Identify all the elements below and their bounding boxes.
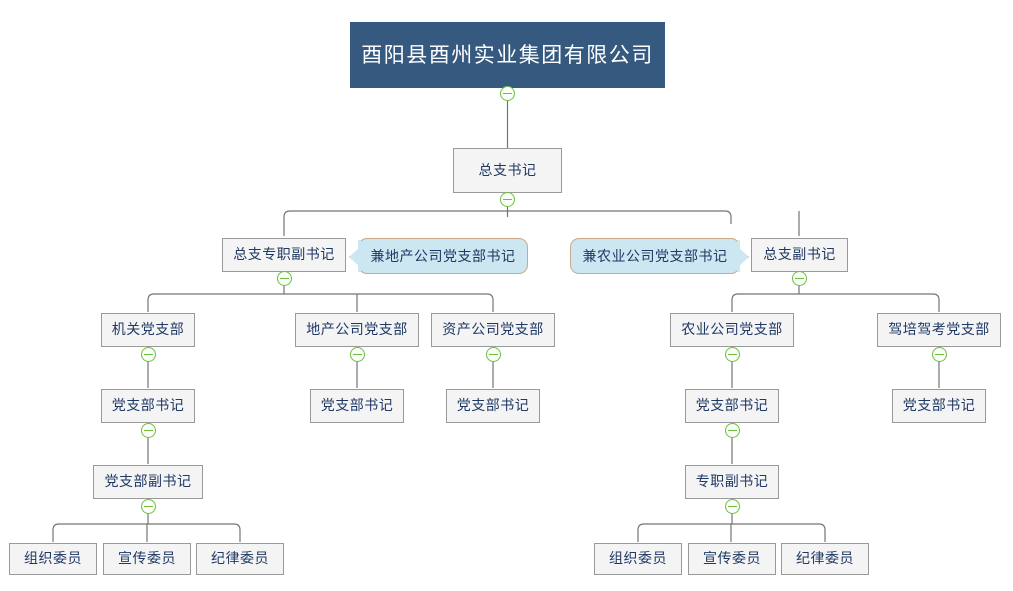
- collapse-minus-icon-deputy-fulltime[interactable]: [277, 271, 292, 286]
- org-node-secretary-jiguan[interactable]: 党支部书记: [101, 389, 195, 423]
- org-node-committee-pub-right-label: 宣传委员: [703, 551, 761, 567]
- org-node-deputy-fulltime-label: 总支专职副书记: [233, 247, 335, 263]
- org-node-secretary-jiapei[interactable]: 党支部书记: [892, 389, 986, 423]
- org-node-deputy-secretary-label: 总支副书记: [763, 247, 836, 263]
- collapse-minus-icon-deputy-secretary[interactable]: [792, 271, 807, 286]
- collapse-minus-icon-branch-jiguan[interactable]: [141, 347, 156, 362]
- collapse-minus-icon-branch-nongye[interactable]: [725, 347, 740, 362]
- org-node-committee-org-right[interactable]: 组织委员: [594, 543, 682, 575]
- org-node-root-label: 酉阳县酉州实业集团有限公司: [361, 42, 654, 67]
- org-node-secretary-nongye[interactable]: 党支部书记: [685, 389, 779, 423]
- collapse-minus-icon-vice-secretary-left[interactable]: [141, 499, 156, 514]
- org-node-branch-zichan[interactable]: 资产公司党支部: [431, 313, 555, 347]
- org-node-secretary-zichan-label: 党支部书记: [456, 398, 530, 414]
- callout-right-concurrent-role[interactable]: 兼农业公司党支部书记: [570, 238, 749, 274]
- org-node-committee-org-right-label: 组织委员: [609, 551, 667, 567]
- collapse-minus-icon-secretary-jiguan[interactable]: [141, 423, 156, 438]
- org-node-vice-secretary-right[interactable]: 专职副书记: [685, 465, 779, 499]
- org-node-branch-jiapei[interactable]: 驾培驾考党支部: [877, 313, 1001, 347]
- org-node-committee-pub-right[interactable]: 宣传委员: [688, 543, 776, 575]
- org-node-secretary-nongye-label: 党支部书记: [695, 398, 769, 414]
- callout-left-label: 兼地产公司党支部书记: [370, 249, 516, 265]
- org-node-secretary-jiapei-label: 党支部书记: [902, 398, 976, 414]
- callout-right-label: 兼农业公司党支部书记: [582, 249, 728, 265]
- org-node-deputy-fulltime[interactable]: 总支专职副书记: [222, 238, 346, 272]
- collapse-minus-icon-branch-jiapei[interactable]: [932, 347, 947, 362]
- org-node-branch-nongye-label: 农业公司党支部: [681, 322, 783, 338]
- org-node-general-secretary-label: 总支书记: [478, 162, 537, 179]
- org-node-vice-secretary-left-label: 党支部副书记: [104, 474, 192, 490]
- collapse-minus-icon-branch-zichan[interactable]: [486, 347, 501, 362]
- org-node-secretary-jiguan-label: 党支部书记: [111, 398, 185, 414]
- org-node-committee-disc-right[interactable]: 纪律委员: [781, 543, 869, 575]
- org-node-branch-jiguan[interactable]: 机关党支部: [101, 313, 195, 347]
- org-node-root[interactable]: 酉阳县酉州实业集团有限公司: [350, 22, 665, 88]
- org-node-committee-pub-left[interactable]: 宣传委员: [103, 543, 191, 575]
- org-node-branch-nongye[interactable]: 农业公司党支部: [670, 313, 794, 347]
- org-node-committee-org-left[interactable]: 组织委员: [9, 543, 97, 575]
- org-node-vice-secretary-left[interactable]: 党支部副书记: [93, 465, 203, 499]
- collapse-minus-icon-branch-dichan[interactable]: [350, 347, 365, 362]
- org-node-branch-jiapei-label: 驾培驾考党支部: [888, 322, 990, 338]
- org-node-committee-org-left-label: 组织委员: [24, 551, 82, 567]
- org-node-branch-zichan-label: 资产公司党支部: [442, 322, 544, 338]
- collapse-minus-icon-secretary-nongye[interactable]: [725, 423, 740, 438]
- org-node-committee-disc-right-label: 纪律委员: [796, 551, 854, 567]
- collapse-minus-icon-root[interactable]: [500, 86, 515, 101]
- org-node-branch-dichan-label: 地产公司党支部: [306, 322, 408, 338]
- org-node-committee-disc-left-label: 纪律委员: [211, 551, 269, 567]
- org-node-secretary-dichan[interactable]: 党支部书记: [310, 389, 404, 423]
- org-node-general-secretary[interactable]: 总支书记: [453, 148, 562, 193]
- org-node-vice-secretary-right-label: 专职副书记: [695, 474, 769, 490]
- org-node-branch-dichan[interactable]: 地产公司党支部: [295, 313, 419, 347]
- org-node-committee-disc-left[interactable]: 纪律委员: [196, 543, 284, 575]
- org-node-committee-pub-left-label: 宣传委员: [118, 551, 176, 567]
- collapse-minus-icon-general-secretary[interactable]: [500, 192, 515, 207]
- collapse-minus-icon-vice-secretary-right[interactable]: [725, 499, 740, 514]
- org-node-branch-jiguan-label: 机关党支部: [111, 322, 185, 338]
- callout-left-concurrent-role[interactable]: 兼地产公司党支部书记: [349, 238, 528, 274]
- org-node-secretary-zichan[interactable]: 党支部书记: [446, 389, 540, 423]
- org-node-secretary-dichan-label: 党支部书记: [320, 398, 394, 414]
- org-node-deputy-secretary[interactable]: 总支副书记: [751, 238, 848, 272]
